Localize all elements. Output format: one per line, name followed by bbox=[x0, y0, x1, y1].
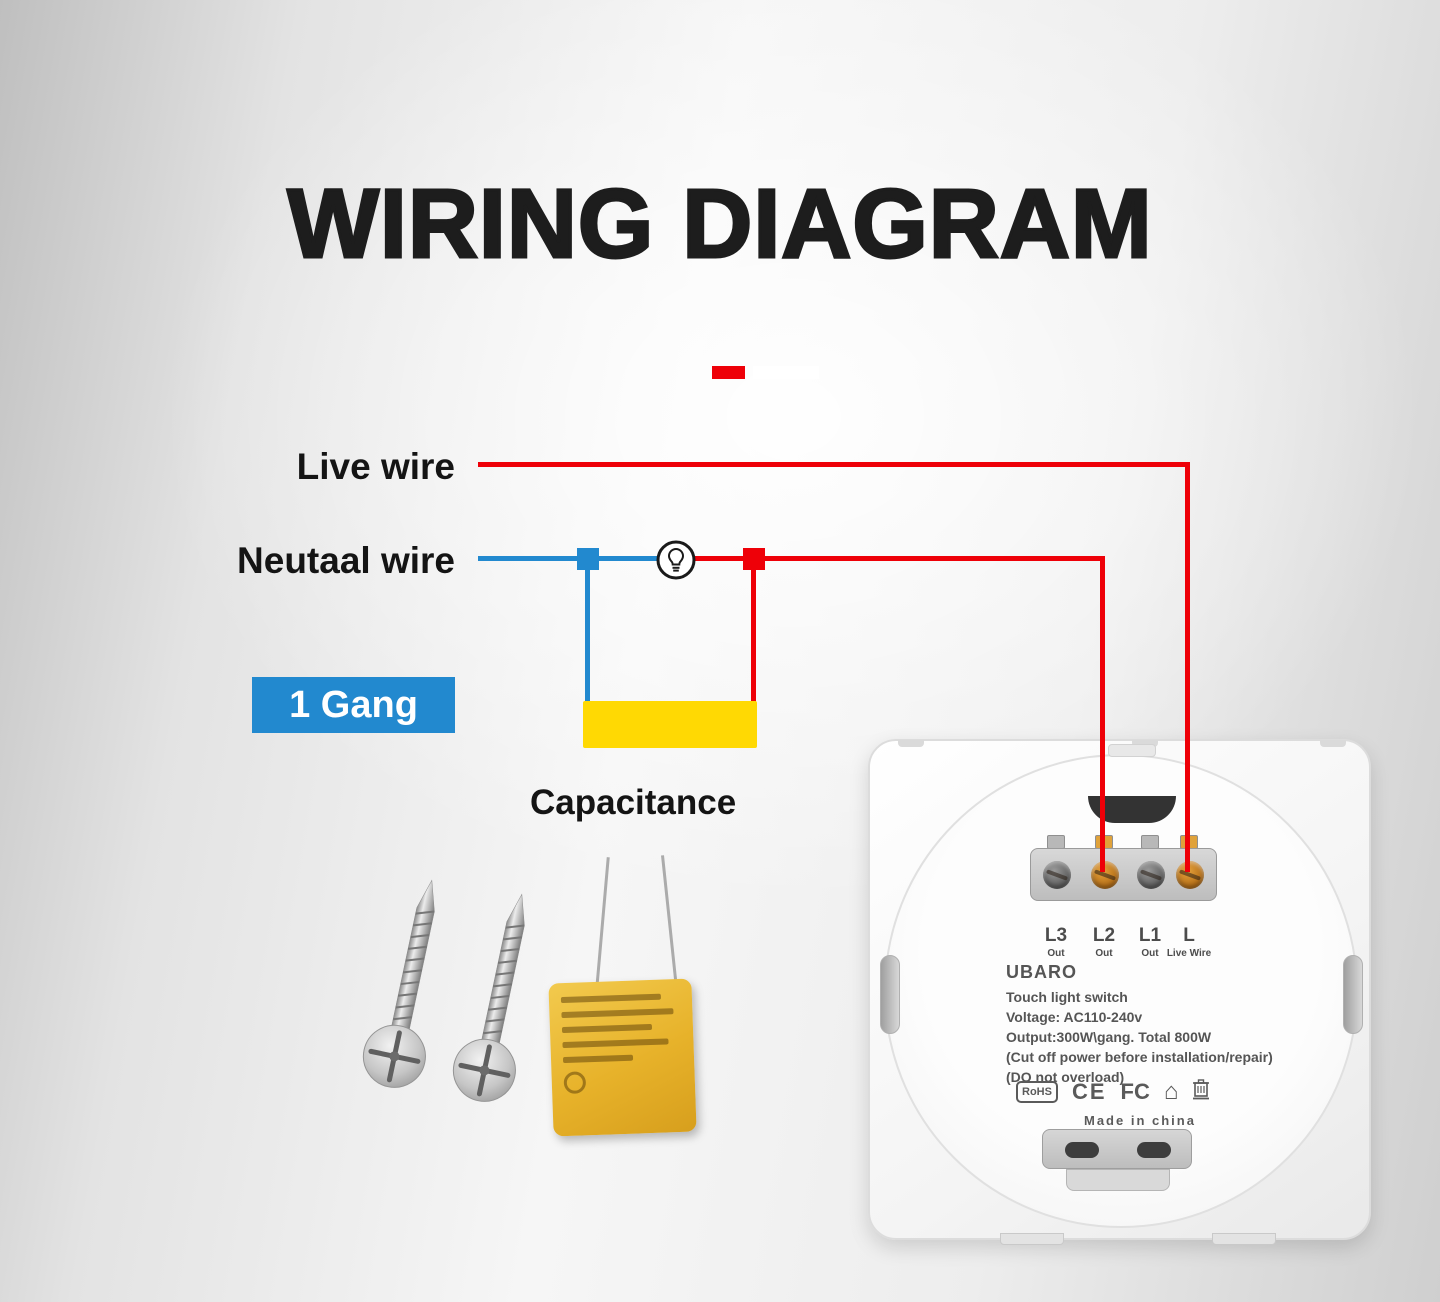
ce-mark: CE bbox=[1071, 1078, 1107, 1104]
light-bulb-icon bbox=[656, 540, 696, 580]
live-wire-label: Live wire bbox=[296, 446, 455, 487]
terminal-clamp-l1 bbox=[1141, 835, 1159, 849]
terminal-name: L1 bbox=[1138, 925, 1162, 946]
capacitor-print-line bbox=[562, 1054, 634, 1064]
capacitor-logo-mark bbox=[563, 1071, 587, 1095]
plate-side-slot-left bbox=[880, 955, 900, 1034]
fcc-mark: FC bbox=[1120, 1078, 1150, 1104]
terminal-screw-l2 bbox=[1091, 861, 1119, 889]
capacitor-print-line bbox=[561, 1008, 674, 1019]
module-top-tab bbox=[1108, 744, 1156, 757]
terminal-name: L2 bbox=[1092, 925, 1116, 946]
live-junction-node bbox=[743, 548, 765, 570]
brand-text: UBARO bbox=[1006, 962, 1077, 982]
bottom-connector-slot bbox=[1065, 1142, 1099, 1158]
title-divider bbox=[712, 366, 819, 379]
capacitor-print-line bbox=[560, 993, 662, 1004]
terminal-block bbox=[1030, 848, 1217, 901]
house-icon: ⌂ bbox=[1163, 1077, 1179, 1105]
page-title: WIRING DIAGRAM bbox=[286, 168, 1153, 280]
live-wire-line-horizontal bbox=[478, 462, 1190, 467]
bottom-connector-slot bbox=[1137, 1142, 1171, 1158]
divider-white-segment bbox=[753, 366, 819, 379]
capacitor-photo bbox=[548, 978, 697, 1137]
divider-red-segment bbox=[712, 366, 745, 379]
switch-back-plate: L3 Out L2 Out L1 Out L Live Wire UBARO T… bbox=[868, 739, 1371, 1245]
terminal-label-l2: L2 Out bbox=[1093, 925, 1115, 959]
capacitor-print-line bbox=[562, 1038, 669, 1049]
plate-side-slot-right bbox=[1343, 955, 1363, 1034]
plate-notch bbox=[1132, 740, 1158, 747]
lamp-to-node-line bbox=[694, 556, 746, 561]
terminal-label-l1: L1 Out bbox=[1139, 925, 1161, 959]
terminal-screw-l3 bbox=[1043, 861, 1071, 889]
capacitance-label: Capacitance bbox=[530, 783, 737, 822]
load-wire-line-vertical bbox=[1100, 556, 1105, 872]
neutral-wire-line bbox=[478, 556, 660, 561]
plate-notch bbox=[1320, 740, 1346, 747]
spec-line: (Cut off power before installation/repai… bbox=[1006, 1049, 1273, 1065]
terminal-label-l: L Live Wire bbox=[1167, 925, 1211, 959]
terminal-name: L3 bbox=[1044, 925, 1068, 946]
gang-count-badge: 1 Gang bbox=[252, 677, 455, 733]
plate-mount-tab bbox=[1212, 1233, 1276, 1245]
made-in-label: Made in china bbox=[1084, 1113, 1196, 1128]
weee-bin-icon bbox=[1192, 1077, 1210, 1106]
bottom-connector bbox=[1042, 1129, 1192, 1169]
neutral-wire-label: Neutaal wire bbox=[237, 540, 455, 581]
rohs-mark: RoHS bbox=[1016, 1080, 1058, 1103]
terminal-screw-l1 bbox=[1137, 861, 1165, 889]
plate-mount-tab bbox=[1000, 1233, 1064, 1245]
spec-block: UBARO Touch light switch Voltage: AC110-… bbox=[1006, 962, 1336, 1087]
capacitor-wire-red bbox=[751, 566, 756, 726]
capacitance-symbol bbox=[583, 701, 757, 748]
terminal-label-l3: L3 Out bbox=[1045, 925, 1067, 959]
terminal-name: L bbox=[1183, 925, 1195, 946]
terminal-sub: Out bbox=[1047, 948, 1065, 959]
bottom-mount-tab bbox=[1066, 1169, 1170, 1191]
terminal-sub: Live Wire bbox=[1166, 948, 1212, 959]
lamp-symbol bbox=[655, 539, 697, 581]
terminal-sub: Out bbox=[1141, 948, 1159, 959]
capacitor-print-line bbox=[561, 1023, 653, 1034]
terminal-clamp-l3 bbox=[1047, 835, 1065, 849]
spec-line: Output:300W\gang. Total 800W bbox=[1006, 1029, 1212, 1045]
neutral-junction-node bbox=[577, 548, 599, 570]
spec-line: Voltage: AC110-240v bbox=[1006, 1009, 1143, 1025]
terminal-screw-l bbox=[1176, 861, 1204, 889]
live-wire-line-vertical bbox=[1185, 462, 1190, 872]
spec-line: Touch light switch bbox=[1006, 989, 1128, 1005]
capacitor-wire-blue bbox=[585, 566, 590, 726]
load-wire-line-horizontal bbox=[764, 556, 1105, 561]
terminal-sub: Out bbox=[1095, 948, 1113, 959]
plate-notch bbox=[898, 740, 924, 747]
certification-row: RoHS CE FC ⌂ bbox=[1016, 1077, 1210, 1106]
